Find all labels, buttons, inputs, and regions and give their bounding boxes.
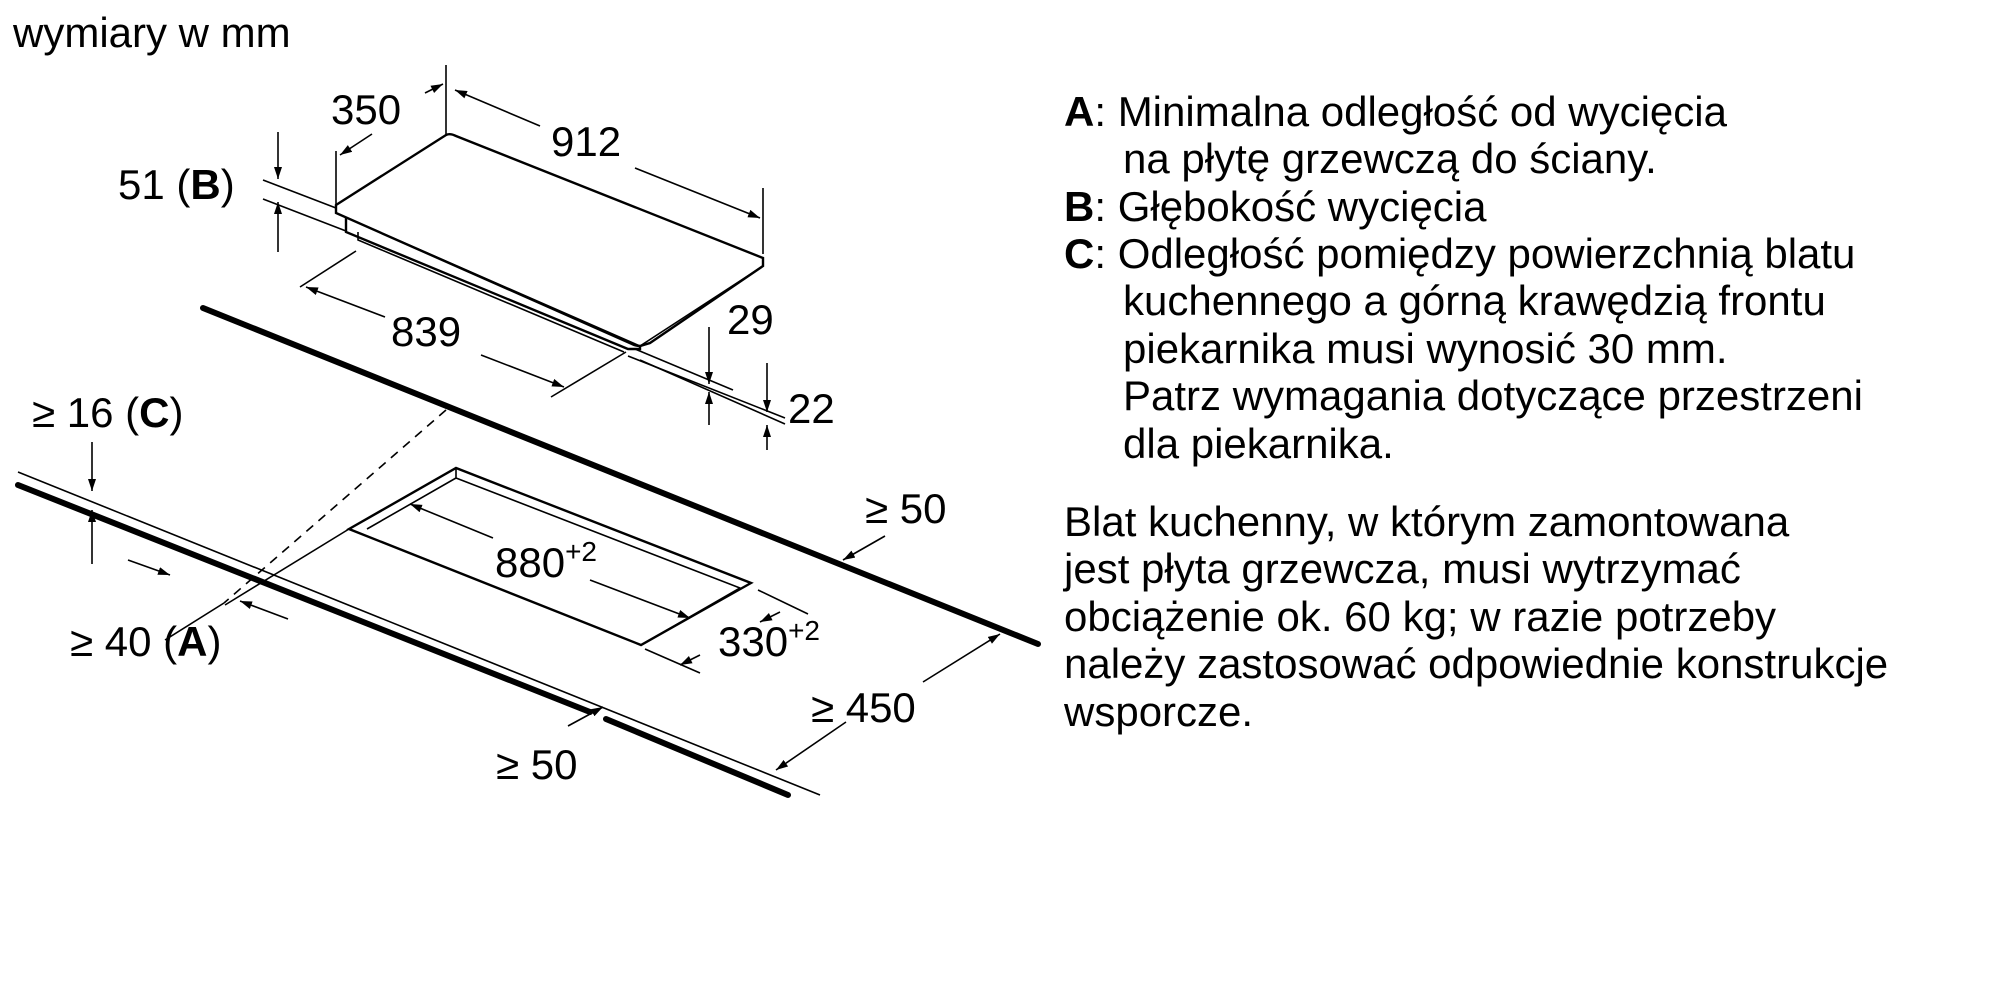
label-side-clearance: ≥ 450 bbox=[811, 684, 916, 731]
label-cutout-depth-b: 51 (B) bbox=[118, 161, 235, 208]
label-back-clearance: ≥ 50 bbox=[865, 485, 946, 532]
units-label: wymiary w mm bbox=[12, 9, 291, 56]
label-hob-width: 912 bbox=[551, 118, 621, 165]
legend-item-c-line: dla piekarnika. bbox=[1123, 420, 1394, 467]
label-wall-distance-a: ≥ 40 (A) bbox=[70, 618, 221, 665]
note-line: obciążenie ok. 60 kg; w razie potrzeby bbox=[1064, 593, 1776, 640]
label-cutout-depth: 330+2 bbox=[718, 615, 820, 665]
label-front-clearance: ≥ 50 bbox=[496, 741, 577, 788]
legend: A: Minimalna odległość od wycięcia na pł… bbox=[1064, 88, 1863, 467]
legend-item-a-line: na płytę grzewczą do ściany. bbox=[1123, 135, 1657, 182]
hob-drawing bbox=[334, 133, 765, 353]
note-line: wsporcze. bbox=[1063, 688, 1253, 735]
label-dim-22: 22 bbox=[788, 385, 835, 432]
note-line: należy zastosować odpowiednie konstrukcj… bbox=[1064, 640, 1888, 687]
legend-item-c: C: Odległość pomiędzy powierzchnią blatu bbox=[1064, 230, 1855, 277]
cutout-drawing bbox=[346, 466, 754, 647]
legend-item-a: A: Minimalna odległość od wycięcia bbox=[1064, 88, 1728, 135]
label-clearance-c: ≥ 16 (C) bbox=[32, 389, 183, 436]
note-line: Blat kuchenny, w którym zamontowana bbox=[1064, 498, 1790, 545]
note-line: jest płyta grzewcza, musi wytrzymać bbox=[1062, 545, 1741, 592]
label-body-width: 839 bbox=[391, 308, 461, 355]
label-dim-29: 29 bbox=[727, 296, 774, 343]
legend-item-c-line: piekarnika musi wynosić 30 mm. bbox=[1123, 325, 1728, 372]
dimension-lines bbox=[88, 65, 1001, 771]
countertop-drawing bbox=[15, 305, 1041, 798]
label-cutout-width: 880+2 bbox=[495, 536, 597, 586]
label-hob-depth: 350 bbox=[331, 86, 401, 133]
legend-item-c-line: Patrz wymagania dotyczące przestrzeni bbox=[1123, 372, 1863, 419]
load-note: Blat kuchenny, w którym zamontowana jest… bbox=[1062, 498, 1888, 735]
legend-item-c-line: kuchennego a górną krawędzią frontu bbox=[1123, 277, 1826, 324]
legend-item-b: B: Głębokość wycięcia bbox=[1064, 183, 1487, 230]
